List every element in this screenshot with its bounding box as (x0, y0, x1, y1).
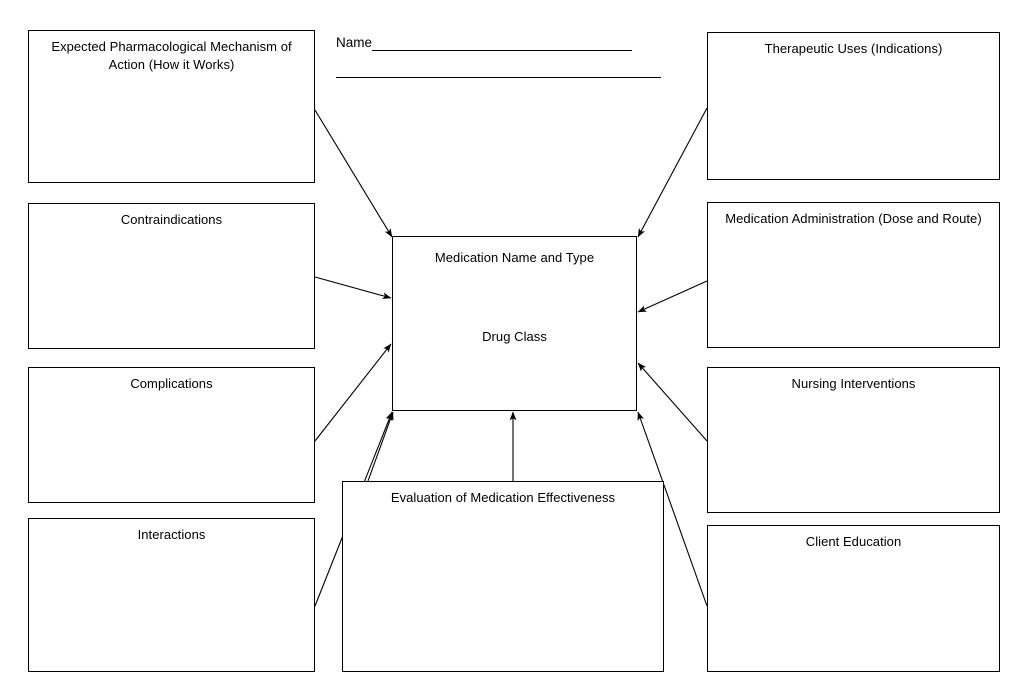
node-nursing-interventions[interactable]: Nursing Interventions (707, 367, 1000, 513)
name-field-line-2[interactable] (336, 76, 661, 78)
node-administration[interactable]: Medication Administration (Dose and Rout… (707, 202, 1000, 348)
node-client-education[interactable]: Client Education (707, 525, 1000, 672)
connector-nursing-interventions-to-center_node (637, 362, 708, 442)
name-field[interactable]: Name (336, 36, 661, 78)
node-label-client-education: Client Education (805, 534, 902, 549)
node-label-contraindications: Contraindications (120, 212, 223, 227)
node-therapeutic-uses[interactable]: Therapeutic Uses (Indications) (707, 32, 1000, 180)
connector-complications-to-center_node (314, 343, 392, 442)
connector-mechanism-to-center_node (314, 109, 393, 238)
node-label-drug-class: Drug Class (482, 328, 547, 344)
connector-administration-to-center_node (637, 280, 708, 313)
connector-evaluation-to-center_node (367, 411, 394, 482)
name-field-line-1[interactable] (372, 49, 633, 51)
connector-contraindications-to-center_node (314, 276, 392, 300)
name-field-label: Name (336, 35, 373, 50)
node-label-therapeutic-uses: Therapeutic Uses (Indications) (764, 41, 943, 56)
node-label-evaluation: Evaluation of Medication Effectiveness (390, 490, 616, 505)
connector-therapeutic-uses-to-center_node (637, 107, 708, 238)
node-mechanism[interactable]: Expected Pharmacological Mechanism of Ac… (28, 30, 315, 183)
node-label-administration: Medication Administration (Dose and Rout… (725, 211, 982, 226)
node-label-mechanism: Expected Pharmacological Mechanism of Ac… (51, 39, 292, 72)
node-label-complications: Complications (130, 376, 213, 391)
node-label-medication-name-and-type: Medication Name and Type (434, 250, 595, 265)
node-complications[interactable]: Complications (28, 367, 315, 503)
node-label-interactions: Interactions (137, 527, 206, 542)
name-field-row: Name (336, 36, 661, 51)
node-contraindications[interactable]: Contraindications (28, 203, 315, 349)
node-medication-center[interactable]: Medication Name and Type Drug Class (392, 236, 637, 411)
node-interactions[interactable]: Interactions (28, 518, 315, 672)
node-label-nursing-interventions: Nursing Interventions (791, 376, 916, 391)
node-evaluation[interactable]: Evaluation of Medication Effectiveness (342, 481, 664, 672)
